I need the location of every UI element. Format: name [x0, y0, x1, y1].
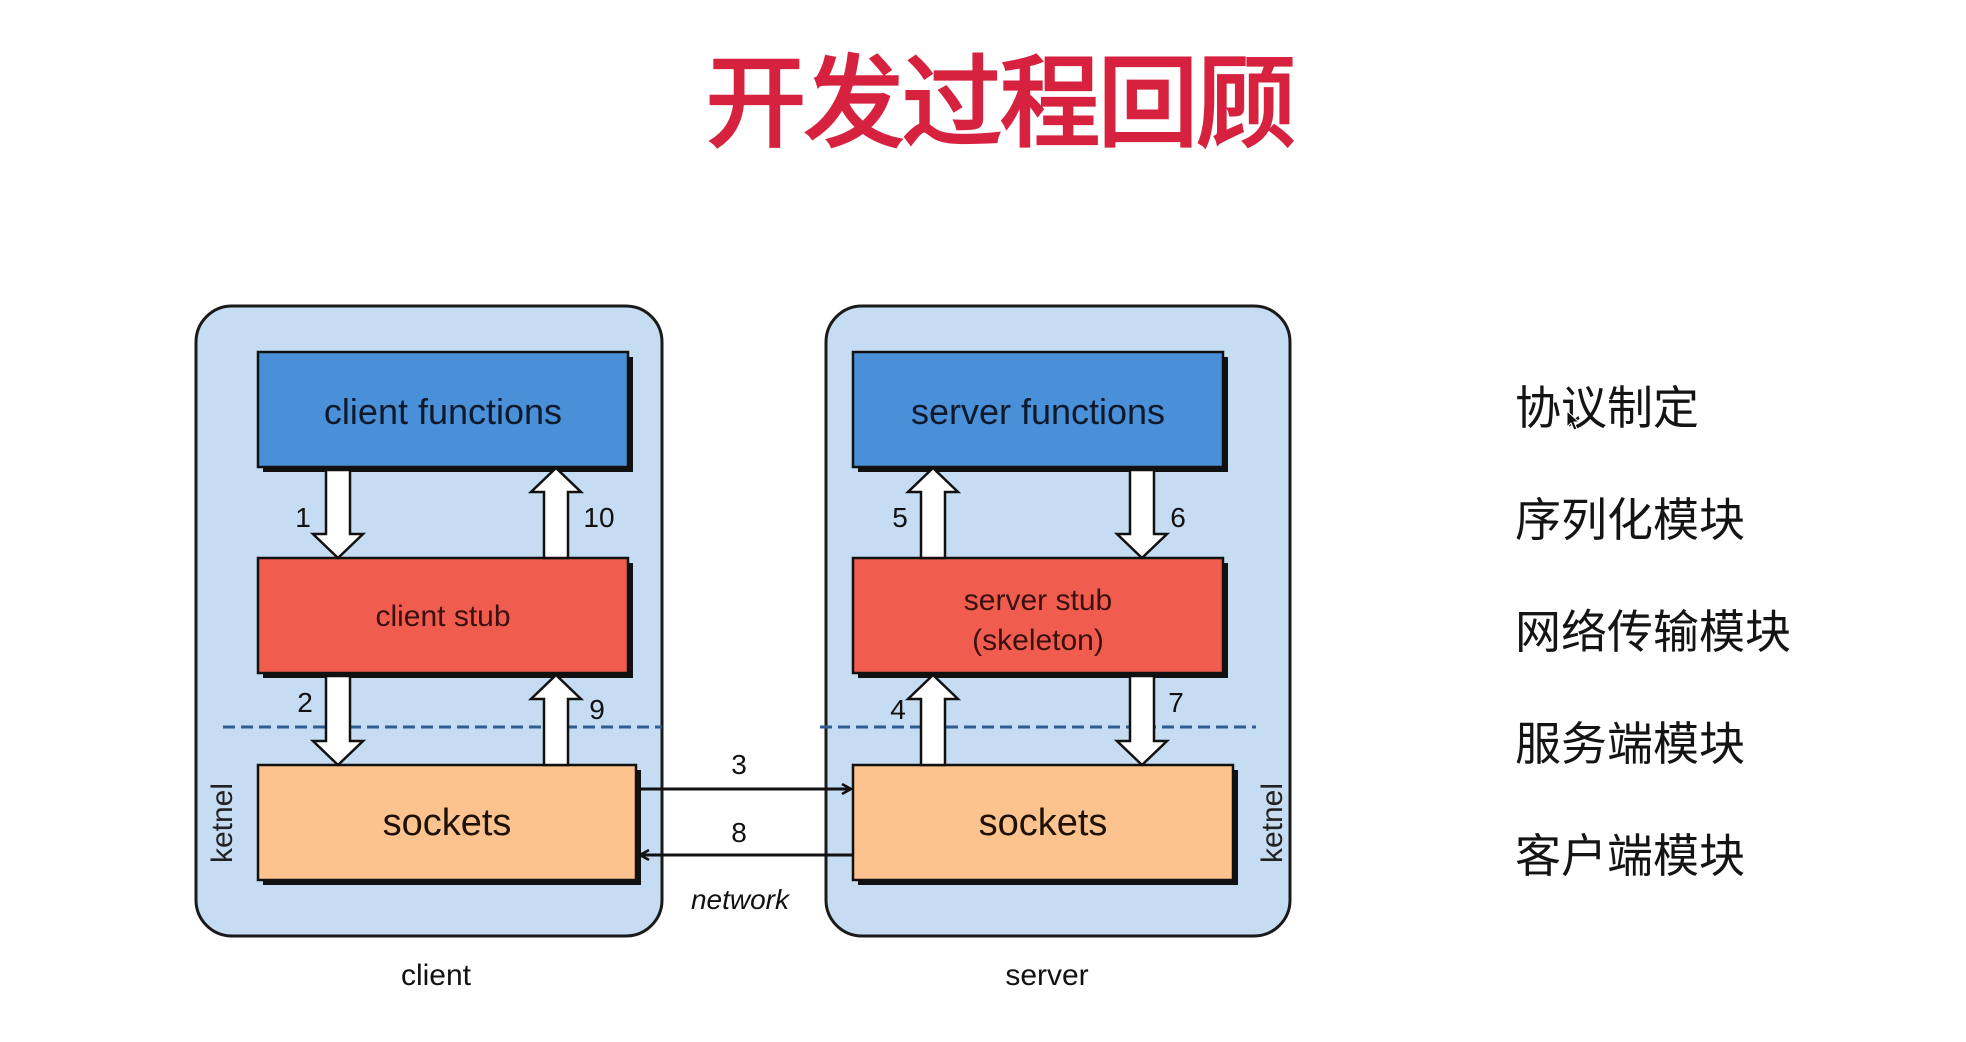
block-arrow-9 — [527, 673, 585, 767]
block-arrow-4 — [904, 673, 962, 767]
block-arrow-5 — [904, 466, 962, 560]
mouse-cursor-icon — [1566, 410, 1580, 431]
block-arrow-1 — [309, 468, 367, 560]
client-sockets-box: sockets — [256, 763, 641, 885]
block-arrow-7 — [1113, 674, 1171, 767]
block-arrow-2 — [309, 674, 367, 767]
step-label-7: 7 — [1168, 687, 1184, 718]
module-item-server: 服务端模块 — [1515, 717, 1745, 771]
client-functions-box: client functions — [256, 350, 633, 472]
network-label: network — [691, 884, 791, 915]
server-kernel-label: ketnel — [1256, 783, 1289, 863]
client-kernel-label: ketnel — [206, 783, 239, 863]
module-item-protocol: 协议制定 — [1515, 381, 1699, 435]
block-arrow-10 — [527, 466, 585, 560]
step-label-10: 10 — [583, 502, 614, 533]
block-arrow-6 — [1113, 468, 1171, 560]
step-label-1: 1 — [295, 502, 311, 533]
module-item-network-transport: 网络传输模块 — [1515, 605, 1791, 659]
step-label-4: 4 — [890, 694, 906, 725]
step-label-5: 5 — [892, 502, 908, 533]
client-stub-label: client stub — [375, 600, 510, 633]
step-label-3: 3 — [731, 749, 747, 780]
server-label: server — [1005, 959, 1088, 992]
step-label-8: 8 — [731, 817, 747, 848]
server-functions-label: server functions — [911, 391, 1165, 432]
server-sockets-label: sockets — [979, 802, 1108, 844]
server-stub-box: server stub (skeleton) — [851, 556, 1228, 678]
module-list: 协议制定 序列化模块 网络传输模块 服务端模块 客户端模块 — [1515, 380, 1791, 940]
step-label-6: 6 — [1170, 502, 1186, 533]
server-sockets-box: sockets — [851, 763, 1238, 885]
server-functions-box: server functions — [851, 350, 1228, 472]
step-label-9: 9 — [589, 694, 605, 725]
module-item-serialization: 序列化模块 — [1515, 493, 1745, 547]
client-stub-box: client stub — [256, 556, 633, 678]
step-label-2: 2 — [297, 687, 313, 718]
module-item-client: 客户端模块 — [1515, 829, 1745, 883]
client-label: client — [401, 959, 472, 992]
server-stub-sublabel: (skeleton) — [972, 624, 1104, 657]
page-title: 开发过程回顾 — [706, 45, 1296, 162]
client-functions-label: client functions — [324, 391, 562, 432]
client-sockets-label: sockets — [383, 802, 512, 844]
server-stub-label: server stub — [964, 584, 1112, 617]
